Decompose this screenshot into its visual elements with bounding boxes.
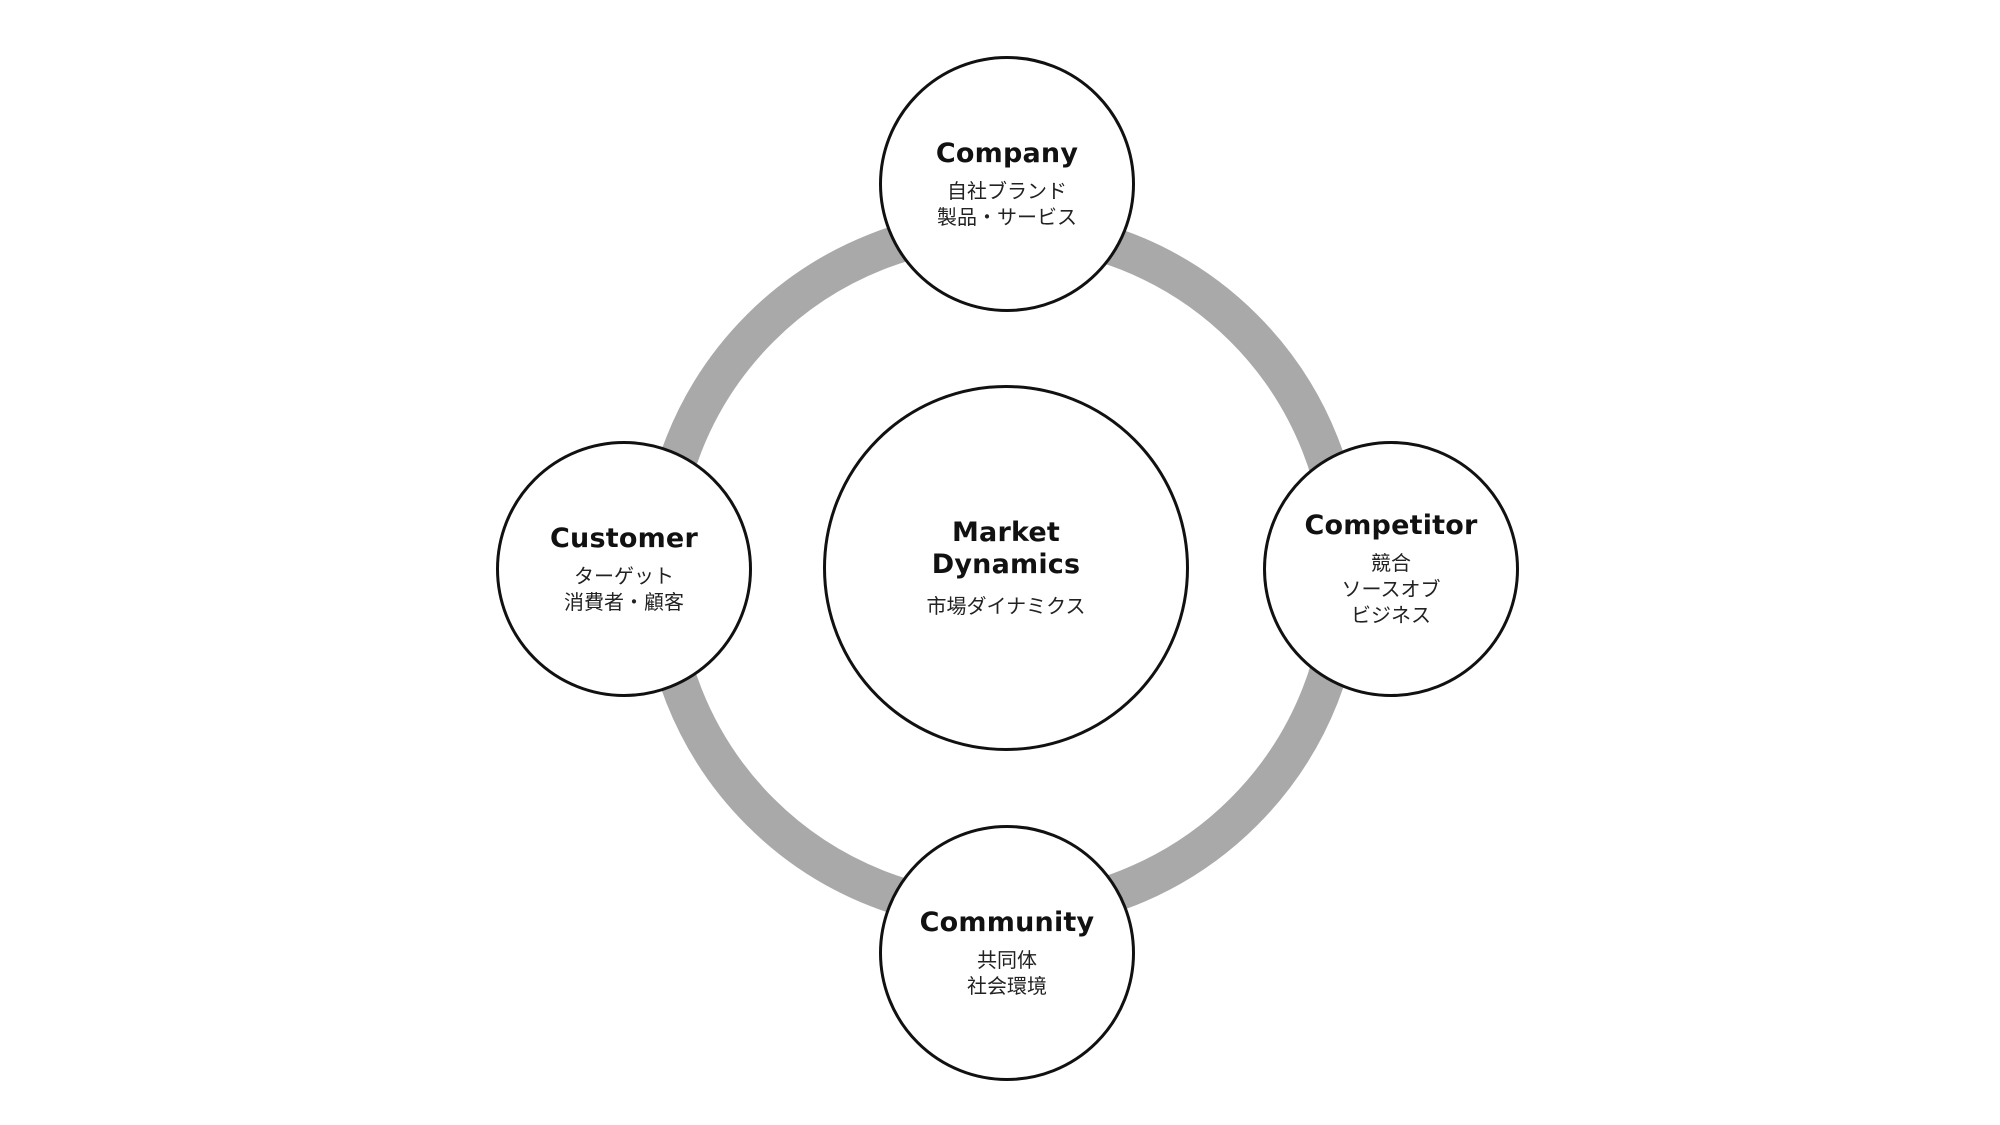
competitor-circle: Competitor 競合 ソースオブ ビジネス [1263, 441, 1519, 697]
customer-circle: Customer ターゲット 消費者・顧客 [496, 441, 752, 697]
market-dynamics-subtitle: 市場ダイナミクス [926, 594, 1086, 618]
competitor-subtitle: 競合 ソースオブ ビジネス [1341, 551, 1441, 627]
market-dynamics-title: Market Dynamics [931, 517, 1081, 580]
company-subtitle: 自社ブランド 製品・サービス [937, 179, 1077, 229]
community-title: Community [919, 907, 1095, 938]
customer-title: Customer [550, 523, 698, 554]
company-circle: Company 自社ブランド 製品・サービス [879, 56, 1135, 312]
competitor-title: Competitor [1304, 510, 1478, 541]
company-title: Company [935, 138, 1079, 169]
market-dynamics-circle: Market Dynamics 市場ダイナミクス [823, 385, 1189, 751]
community-circle: Community 共同体 社会環境 [879, 825, 1135, 1081]
community-subtitle: 共同体 社会環境 [967, 948, 1047, 998]
customer-subtitle: ターゲット 消費者・顧客 [564, 564, 684, 614]
